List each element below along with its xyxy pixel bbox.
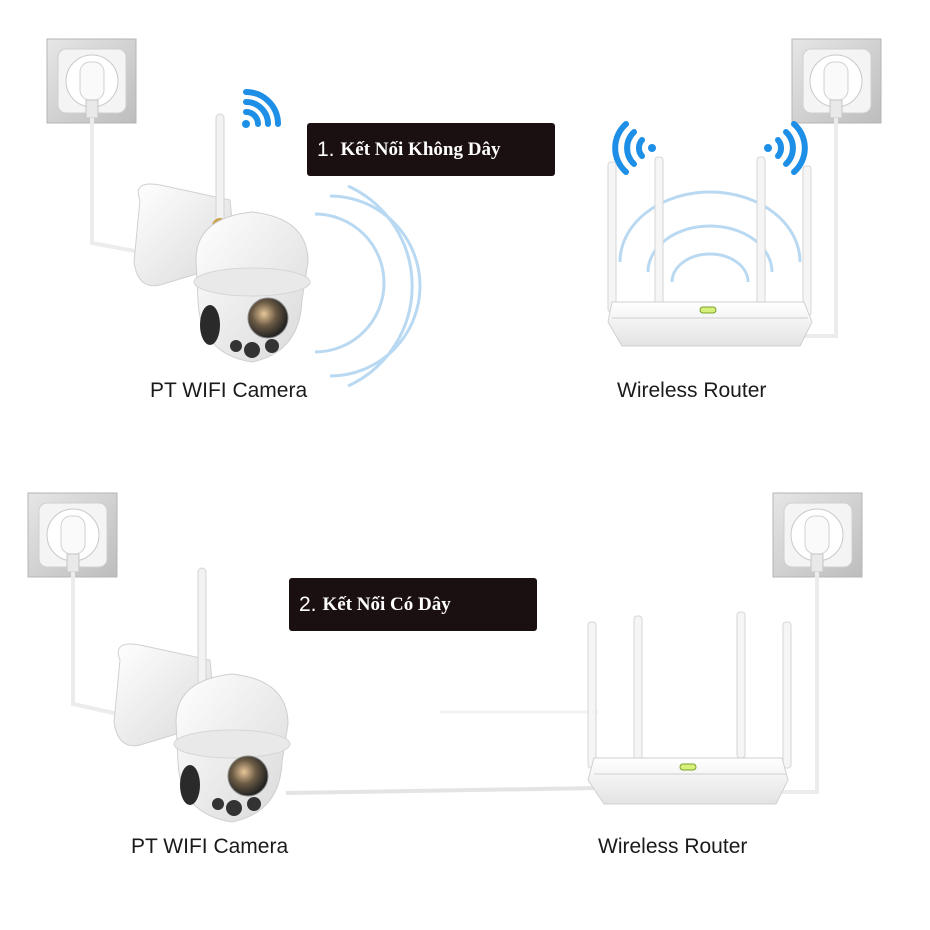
router-label: Wireless Router (617, 379, 767, 402)
badge-number: 2. (299, 592, 317, 616)
camera-device (133, 113, 311, 363)
camera-label: PT WIFI Camera (150, 379, 308, 402)
badge-title: Kết Nối Có Dây (322, 593, 451, 615)
signal-waves (618, 190, 802, 283)
router-device (607, 156, 813, 347)
wall-socket-icon (46, 38, 137, 124)
wall-socket-icon (772, 492, 863, 578)
wall-socket-icon (27, 492, 118, 578)
badge-number: 1. (317, 137, 335, 161)
signal-waves (314, 184, 422, 388)
wifi-signal-icon (612, 121, 656, 175)
wall-socket-icon (791, 38, 882, 124)
wired-connection-badge: 2. Kết Nối Có Dây (289, 578, 537, 631)
power-cable (782, 572, 819, 794)
network-cable (285, 786, 599, 795)
camera-label: PT WIFI Camera (131, 835, 289, 858)
badge-title: Kết Nối Không Dây (340, 138, 501, 160)
router-label: Wireless Router (598, 835, 748, 858)
router-device (587, 611, 792, 805)
power-cable (800, 118, 838, 338)
wifi-signal-icon (764, 121, 808, 175)
wifi-signal-icon (242, 89, 281, 128)
wireless-connection-badge: 1. Kết Nối Không Dây (307, 123, 555, 176)
power-cable (90, 118, 141, 254)
power-cable (71, 572, 119, 716)
camera-device (113, 567, 291, 823)
